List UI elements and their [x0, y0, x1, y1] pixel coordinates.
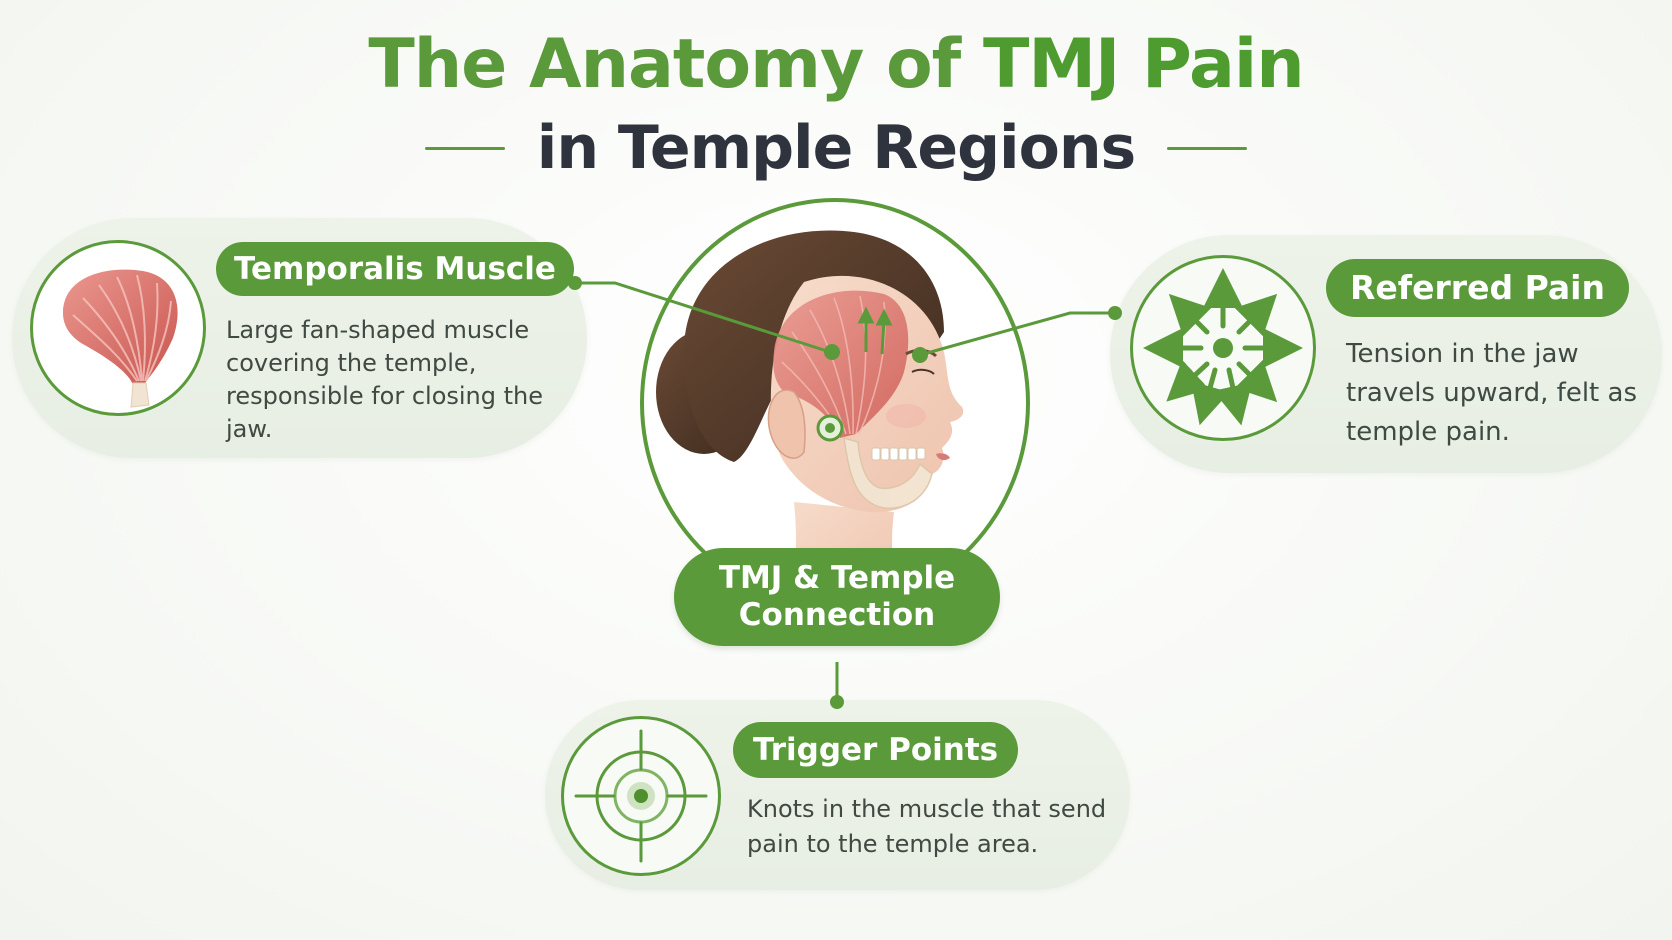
referred-pain-description: Tension in the jaw travels upward, felt … — [1346, 339, 1637, 447]
title-prefix: The Anatomy of — [368, 25, 983, 104]
trigger-points-card: Trigger Points Knots in the muscle that … — [545, 700, 1130, 890]
title-rule-left — [424, 146, 505, 150]
crosshair-target-icon — [561, 716, 721, 876]
referred-pain-card: Referred Pain Tension in the jaw travels… — [1110, 235, 1662, 473]
head-illustration — [640, 198, 1030, 608]
center-label-line1: TMJ & Temple — [718, 560, 956, 596]
center-connection-label: TMJ & Temple Connection — [674, 548, 1000, 646]
page-subtitle-row: in Temple Regions — [0, 108, 1672, 188]
trigger-points-description: Knots in the muscle that send pain to th… — [747, 795, 1107, 858]
page-subtitle: in Temple Regions — [536, 113, 1136, 183]
temporalis-description: Large fan-shaped muscle covering the tem… — [226, 316, 544, 443]
radiating-arrows-icon — [1130, 255, 1316, 441]
fan-muscle-icon — [30, 240, 206, 416]
temporalis-card: Temporalis Muscle Large fan-shaped muscl… — [12, 218, 587, 458]
trigger-points-title: Trigger Points — [733, 722, 1019, 778]
title-accent: TMJ Pain — [982, 25, 1305, 104]
temporalis-title: Temporalis Muscle — [216, 242, 574, 296]
page-title: The Anatomy of TMJ Pain — [0, 25, 1672, 104]
center-label-line2: Connection — [738, 597, 936, 633]
title-rule-right — [1167, 146, 1248, 150]
referred-pain-title: Referred Pain — [1326, 259, 1629, 317]
